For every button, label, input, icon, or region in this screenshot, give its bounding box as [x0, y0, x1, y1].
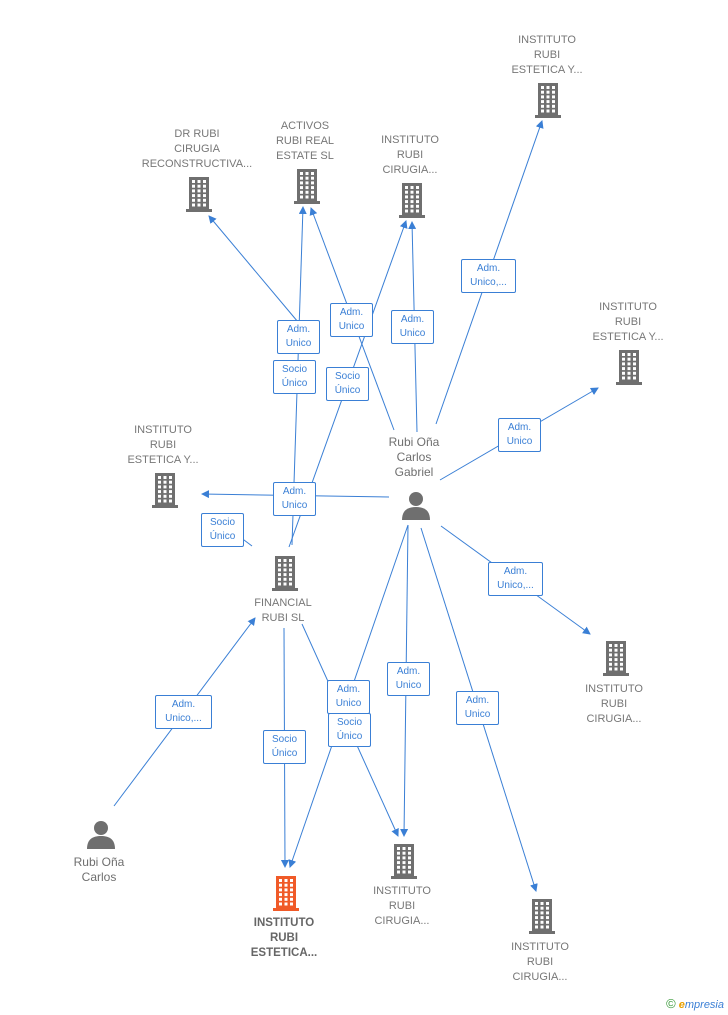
node-n2[interactable]	[184, 176, 214, 217]
node-label-n12: INSTITUTO RUBI CIRUGIA...	[373, 885, 431, 927]
node-label-n5: INSTITUTO RUBI ESTETICA Y...	[592, 301, 664, 343]
edge-label-e4[interactable]: Adm. Unico	[330, 303, 373, 337]
copyright-icon: ©	[666, 996, 676, 1011]
node-n6[interactable]	[150, 472, 180, 513]
edge-label-e16[interactable]: Adm. Unico,...	[155, 695, 212, 729]
edge-line-e10	[208, 215, 299, 323]
node-n13[interactable]	[527, 898, 557, 939]
building-icon	[152, 473, 178, 508]
node-label-n2: DR RUBI CIRUGIA RECONSTRUCTIVA...	[141, 128, 253, 170]
edge-label-e11[interactable]: Socio Único	[273, 360, 316, 394]
node-label-n8: FINANCIAL RUBI SL	[254, 597, 312, 624]
edge-label-e5[interactable]: Adm. Unico	[273, 482, 316, 516]
edge-label-e10[interactable]: Adm. Unico	[277, 320, 320, 354]
building-icon	[399, 183, 425, 218]
node-n5[interactable]	[614, 349, 644, 390]
edge-label-e1[interactable]: Adm. Unico,...	[461, 259, 516, 293]
brand-name: mpresia	[684, 999, 724, 1011]
node-n9[interactable]	[601, 640, 631, 681]
building-icon	[603, 641, 629, 676]
node-label-n9: INSTITUTO RUBI CIRUGIA...	[585, 683, 643, 725]
node-n11[interactable]	[271, 875, 301, 916]
edge-label-e13[interactable]: Socio Único	[201, 513, 244, 547]
node-label-n7: Rubi Oña Carlos Gabriel	[388, 435, 440, 479]
node-n10[interactable]	[86, 819, 116, 854]
node-label-n13: INSTITUTO RUBI CIRUGIA...	[511, 941, 569, 983]
brand-footer: ©empresia	[666, 996, 724, 1011]
node-n12[interactable]	[389, 843, 419, 884]
edge-label-e12[interactable]: Socio Único	[326, 367, 369, 401]
building-icon	[616, 350, 642, 385]
node-label-n1: INSTITUTO RUBI ESTETICA Y...	[511, 34, 583, 76]
node-n3[interactable]	[292, 168, 322, 209]
node-label-n11: INSTITUTO RUBI ESTETICA...	[250, 917, 318, 959]
node-n4[interactable]	[397, 182, 427, 223]
edge-label-e15[interactable]: Socio Único	[328, 713, 371, 747]
building-icon	[186, 177, 212, 212]
brand-initial: e	[678, 999, 685, 1011]
node-label-n4: INSTITUTO RUBI CIRUGIA...	[381, 134, 439, 176]
node-label-n10: Rubi Oña Carlos	[73, 855, 125, 884]
building-icon	[294, 169, 320, 204]
building-icon	[391, 844, 417, 879]
edge-label-e8[interactable]: Adm. Unico	[456, 691, 499, 725]
building-icon	[273, 876, 299, 911]
person-icon	[402, 492, 430, 520]
building-icon	[535, 83, 561, 118]
edge-label-e7[interactable]: Adm. Unico,...	[488, 562, 543, 596]
node-n8[interactable]	[270, 555, 300, 596]
edge-label-e6[interactable]: Adm. Unico	[387, 662, 430, 696]
building-icon	[529, 899, 555, 934]
node-n1[interactable]	[533, 82, 563, 123]
edge-label-e3[interactable]: Adm. Unico	[391, 310, 434, 344]
node-label-n3: ACTIVOS RUBI REAL ESTATE SL	[275, 120, 335, 162]
person-icon	[87, 821, 115, 849]
building-icon	[272, 556, 298, 591]
node-n7[interactable]	[401, 490, 431, 525]
edge-label-e14[interactable]: Socio Único	[263, 730, 306, 764]
edge-label-e9[interactable]: Adm. Unico	[327, 680, 370, 714]
node-label-n6: INSTITUTO RUBI ESTETICA Y...	[127, 424, 199, 466]
edge-label-e2[interactable]: Adm. Unico	[498, 418, 541, 452]
